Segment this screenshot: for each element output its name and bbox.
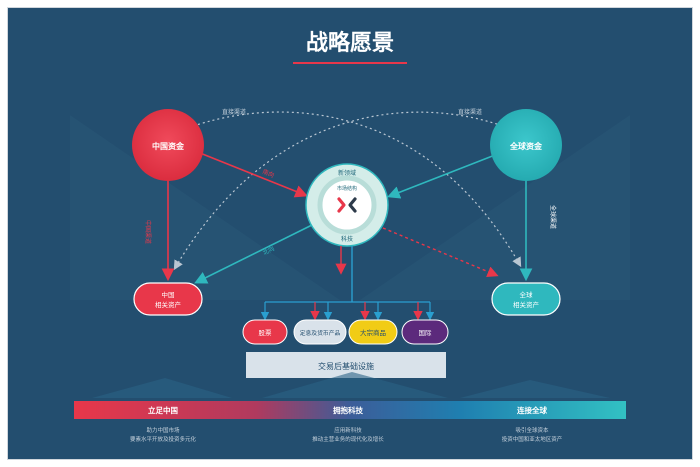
- bg-shape-left: [70, 115, 340, 300]
- northbound-arrow: [194, 224, 313, 284]
- product-commodities-label: 大宗商品: [360, 328, 386, 337]
- hub-inner-label: 市场结构: [337, 185, 357, 192]
- product-international-label: 国际: [419, 328, 433, 337]
- product-fic-label: 定息及货币产品: [300, 329, 341, 337]
- arc-label-right: 直接渠道: [458, 108, 482, 116]
- product-international: [401, 319, 449, 345]
- strategy-pillars-bar: [74, 401, 626, 419]
- mountain-right: [460, 380, 610, 398]
- hkex-logo-icon: [337, 197, 357, 213]
- china-asset-line2: 相关资产: [155, 300, 182, 309]
- label-global-channel: 全球渠道: [549, 205, 557, 229]
- hub-inner-ring: [317, 175, 377, 235]
- mountain-left: [92, 378, 232, 398]
- product-stocks: [242, 319, 288, 345]
- product-commodities: [348, 319, 398, 345]
- post-trade-infrastructure: [246, 352, 446, 378]
- pillar-global-sub2: 投资中国和亚太地区资产: [502, 435, 563, 443]
- pillar-global: 连接全球: [517, 405, 547, 415]
- china-asset-node: [133, 282, 203, 316]
- hub-to-global-asset-arrow: [382, 227, 499, 277]
- hub-bottom-label: 科技: [341, 235, 353, 243]
- product-stocks-label: 股票: [259, 329, 273, 337]
- label-southbound: 南向: [261, 167, 275, 179]
- bg-shape-right: [360, 115, 630, 300]
- global-asset-node: [491, 282, 561, 316]
- china-asset-line1: 中国: [162, 290, 175, 299]
- global-fund-label: 全球资金: [509, 141, 543, 151]
- product-fic: [293, 319, 347, 345]
- global-asset-line1: 全球: [520, 290, 534, 299]
- china-fund-node: [132, 109, 204, 181]
- pillar-china-sub2: 要素水平开放及投资多元化: [130, 435, 197, 443]
- arc-direct-right: [173, 111, 526, 271]
- product-connector: [260, 246, 435, 321]
- hub-top-label: 新领域: [338, 169, 356, 177]
- global-to-hub-arrow: [387, 154, 496, 199]
- global-asset-line2: 相关资产: [513, 300, 540, 309]
- mountain-center: [262, 372, 448, 398]
- post-trade-infrastructure-label: 交易后基础设施: [318, 361, 374, 371]
- pillar-global-sub1: 吸引全球资本: [515, 426, 549, 434]
- label-china-channel: 中国渠道: [144, 220, 152, 244]
- pillar-technology-sub2: 推动主营业务的现代化及增长: [312, 435, 384, 443]
- china-fund-label: 中国资金: [152, 141, 185, 151]
- pillar-technology: 拥抱科技: [333, 405, 363, 415]
- pillar-china-sub1: 助力中国市场: [146, 426, 180, 434]
- southbound-arrow: [199, 152, 308, 198]
- pillar-technology-sub1: 应用新科技: [334, 426, 362, 434]
- page-title: 战略愿景: [306, 30, 394, 56]
- pillar-china: 立足中国: [148, 405, 178, 415]
- arc-label-left: 直接渠道: [222, 108, 246, 116]
- arc-direct-left: [169, 111, 522, 268]
- global-fund-node: [490, 109, 562, 181]
